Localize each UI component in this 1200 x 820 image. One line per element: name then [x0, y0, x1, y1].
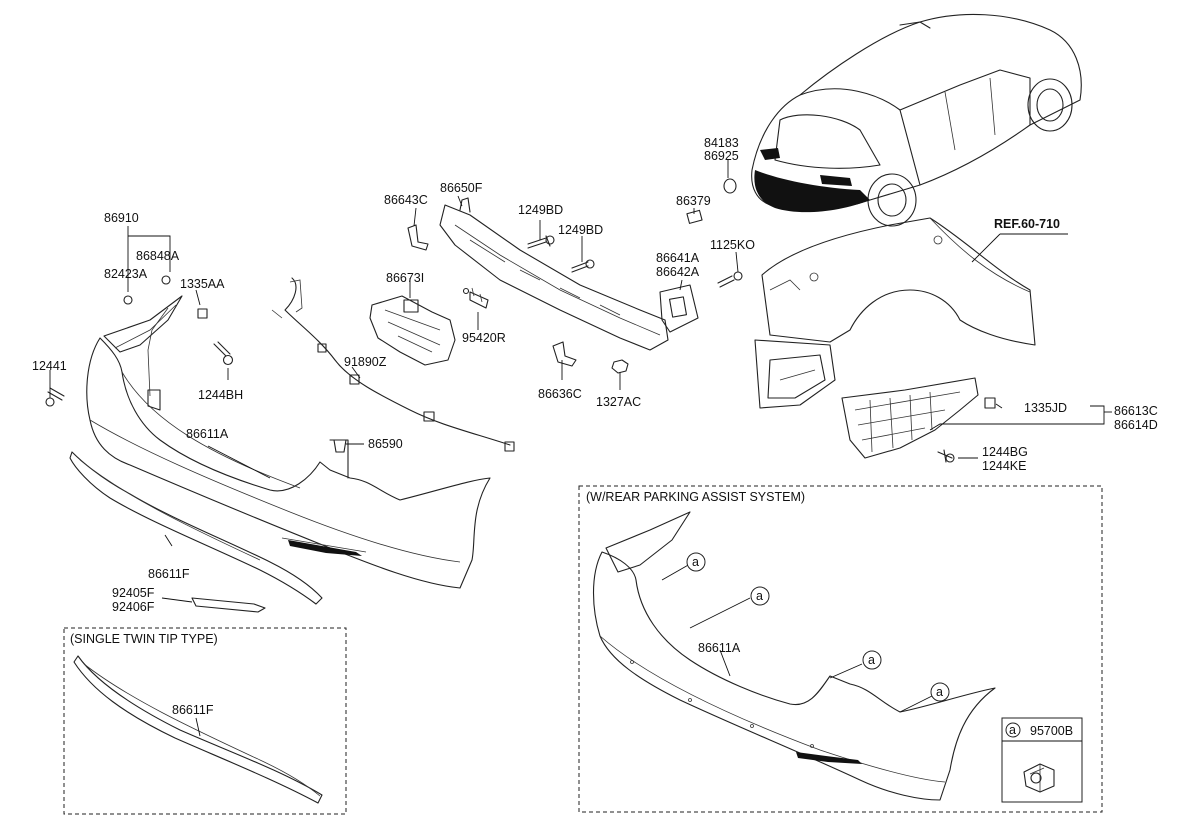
label-ref: REF.60-710 — [994, 217, 1060, 231]
vehicle-illustration — [686, 13, 1082, 227]
callout-a-2: a — [756, 589, 763, 603]
inset-single-twin-tip-border — [63, 627, 347, 815]
rear-beam-illustration — [369, 197, 743, 374]
sensor-legend-letter: a — [1009, 723, 1016, 737]
leader-lines — [49, 160, 1112, 603]
label-92406F: 92406F — [112, 600, 155, 614]
callout-a-4: a — [936, 685, 943, 699]
inset-single-twin-tip-title: (SINGLE TWIN TIP TYPE) — [70, 632, 218, 646]
label-86642A: 86642A — [656, 265, 700, 279]
label-1244KE: 1244KE — [982, 459, 1026, 473]
label-1244BG: 1244BG — [982, 445, 1028, 459]
label-86848A: 86848A — [136, 249, 180, 263]
callout-a-3: a — [868, 653, 875, 667]
label-82423A: 82423A — [104, 267, 148, 281]
label-86641A: 86641A — [656, 251, 700, 265]
label-12441: 12441 — [32, 359, 67, 373]
label-1244BH: 1244BH — [198, 388, 243, 402]
label-86379: 86379 — [676, 194, 711, 208]
label-86611F: 86611F — [148, 567, 190, 581]
label-86636C: 86636C — [538, 387, 582, 401]
inset-parking-assist-title: (W/REAR PARKING ASSIST SYSTEM) — [586, 490, 805, 504]
label-86590: 86590 — [368, 437, 403, 451]
inset-parking-assist-border — [578, 485, 1103, 813]
label-92405F: 92405F — [112, 586, 155, 600]
label-1249BD-a: 1249BD — [518, 203, 563, 217]
quarter-panel-illustration — [754, 217, 1036, 463]
label-86613C: 86613C — [1114, 404, 1158, 418]
label-1249BD-b: 1249BD — [558, 223, 603, 237]
label-1335JD: 1335JD — [1024, 401, 1067, 415]
label-1125KO: 1125KO — [710, 238, 755, 252]
label-95420R: 95420R — [462, 331, 506, 345]
label-1335AA: 1335AA — [180, 277, 225, 291]
inset-single-twin-tip: (SINGLE TWIN TIP TYPE) 86611F — [63, 627, 347, 815]
label-86673I: 86673I — [386, 271, 424, 285]
label-86650F: 86650F — [440, 181, 483, 195]
inset-single-twin-tip-part: 86611F — [172, 703, 214, 717]
inset-parking-assist-part: 86611A — [698, 641, 741, 655]
label-86925: 86925 — [704, 149, 739, 163]
label-86611A: 86611A — [186, 427, 229, 441]
wiring-harness-illustration — [271, 277, 515, 452]
label-86910: 86910 — [104, 211, 139, 225]
label-1327AC: 1327AC — [596, 395, 641, 409]
callout-a-1: a — [692, 555, 699, 569]
label-86614D: 86614D — [1114, 418, 1158, 432]
inset-parking-assist: (W/REAR PARKING ASSIST SYSTEM) a a a a 8… — [578, 485, 1103, 813]
sensor-legend-part: 95700B — [1030, 724, 1073, 738]
label-86643C: 86643C — [384, 193, 428, 207]
label-84183: 84183 — [704, 136, 739, 150]
part-labels: 86910 86848A 82423A 1335AA 12441 1244BH … — [32, 136, 1158, 614]
fastener-illustrations — [45, 275, 347, 453]
rear-bumper-illustration — [69, 295, 491, 613]
label-91890Z: 91890Z — [344, 355, 387, 369]
